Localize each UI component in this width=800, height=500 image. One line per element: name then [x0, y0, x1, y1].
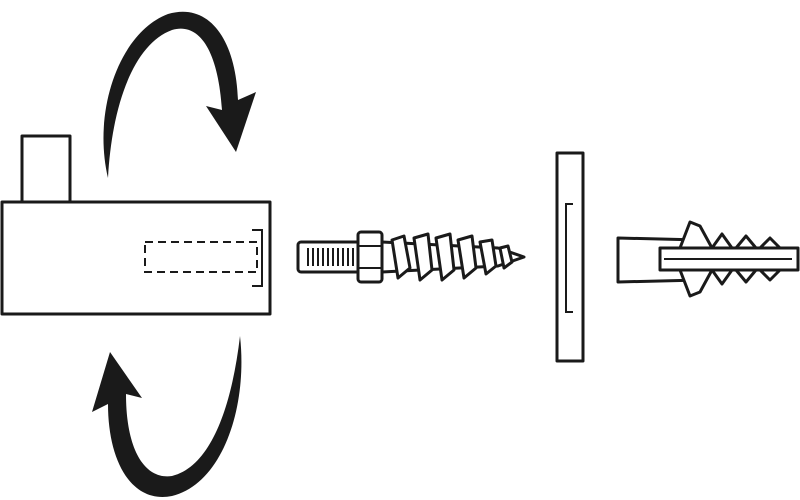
fitting-block: [0, 134, 272, 316]
wall-plug: [616, 220, 800, 298]
panel-hole-outline: [565, 203, 573, 313]
plug-barbs: [710, 232, 782, 286]
bolt-thread-lines: [307, 248, 354, 266]
bore-mouth-outline: [252, 229, 263, 287]
fitting-body: [0, 200, 272, 316]
rotation-arrow-top-icon: [103, 11, 256, 178]
panel: [555, 151, 585, 363]
plug-expansion-wings: [678, 220, 714, 298]
hanger-bolt: [296, 230, 526, 284]
panel-body: [555, 151, 585, 363]
rotation-arrow-bottom-icon: [92, 336, 242, 497]
bolt-hex-collar: [356, 230, 384, 284]
hidden-bore-outline: [144, 241, 258, 273]
fitting-pin: [20, 134, 72, 204]
bolt-wood-thread-flights: [390, 232, 514, 282]
